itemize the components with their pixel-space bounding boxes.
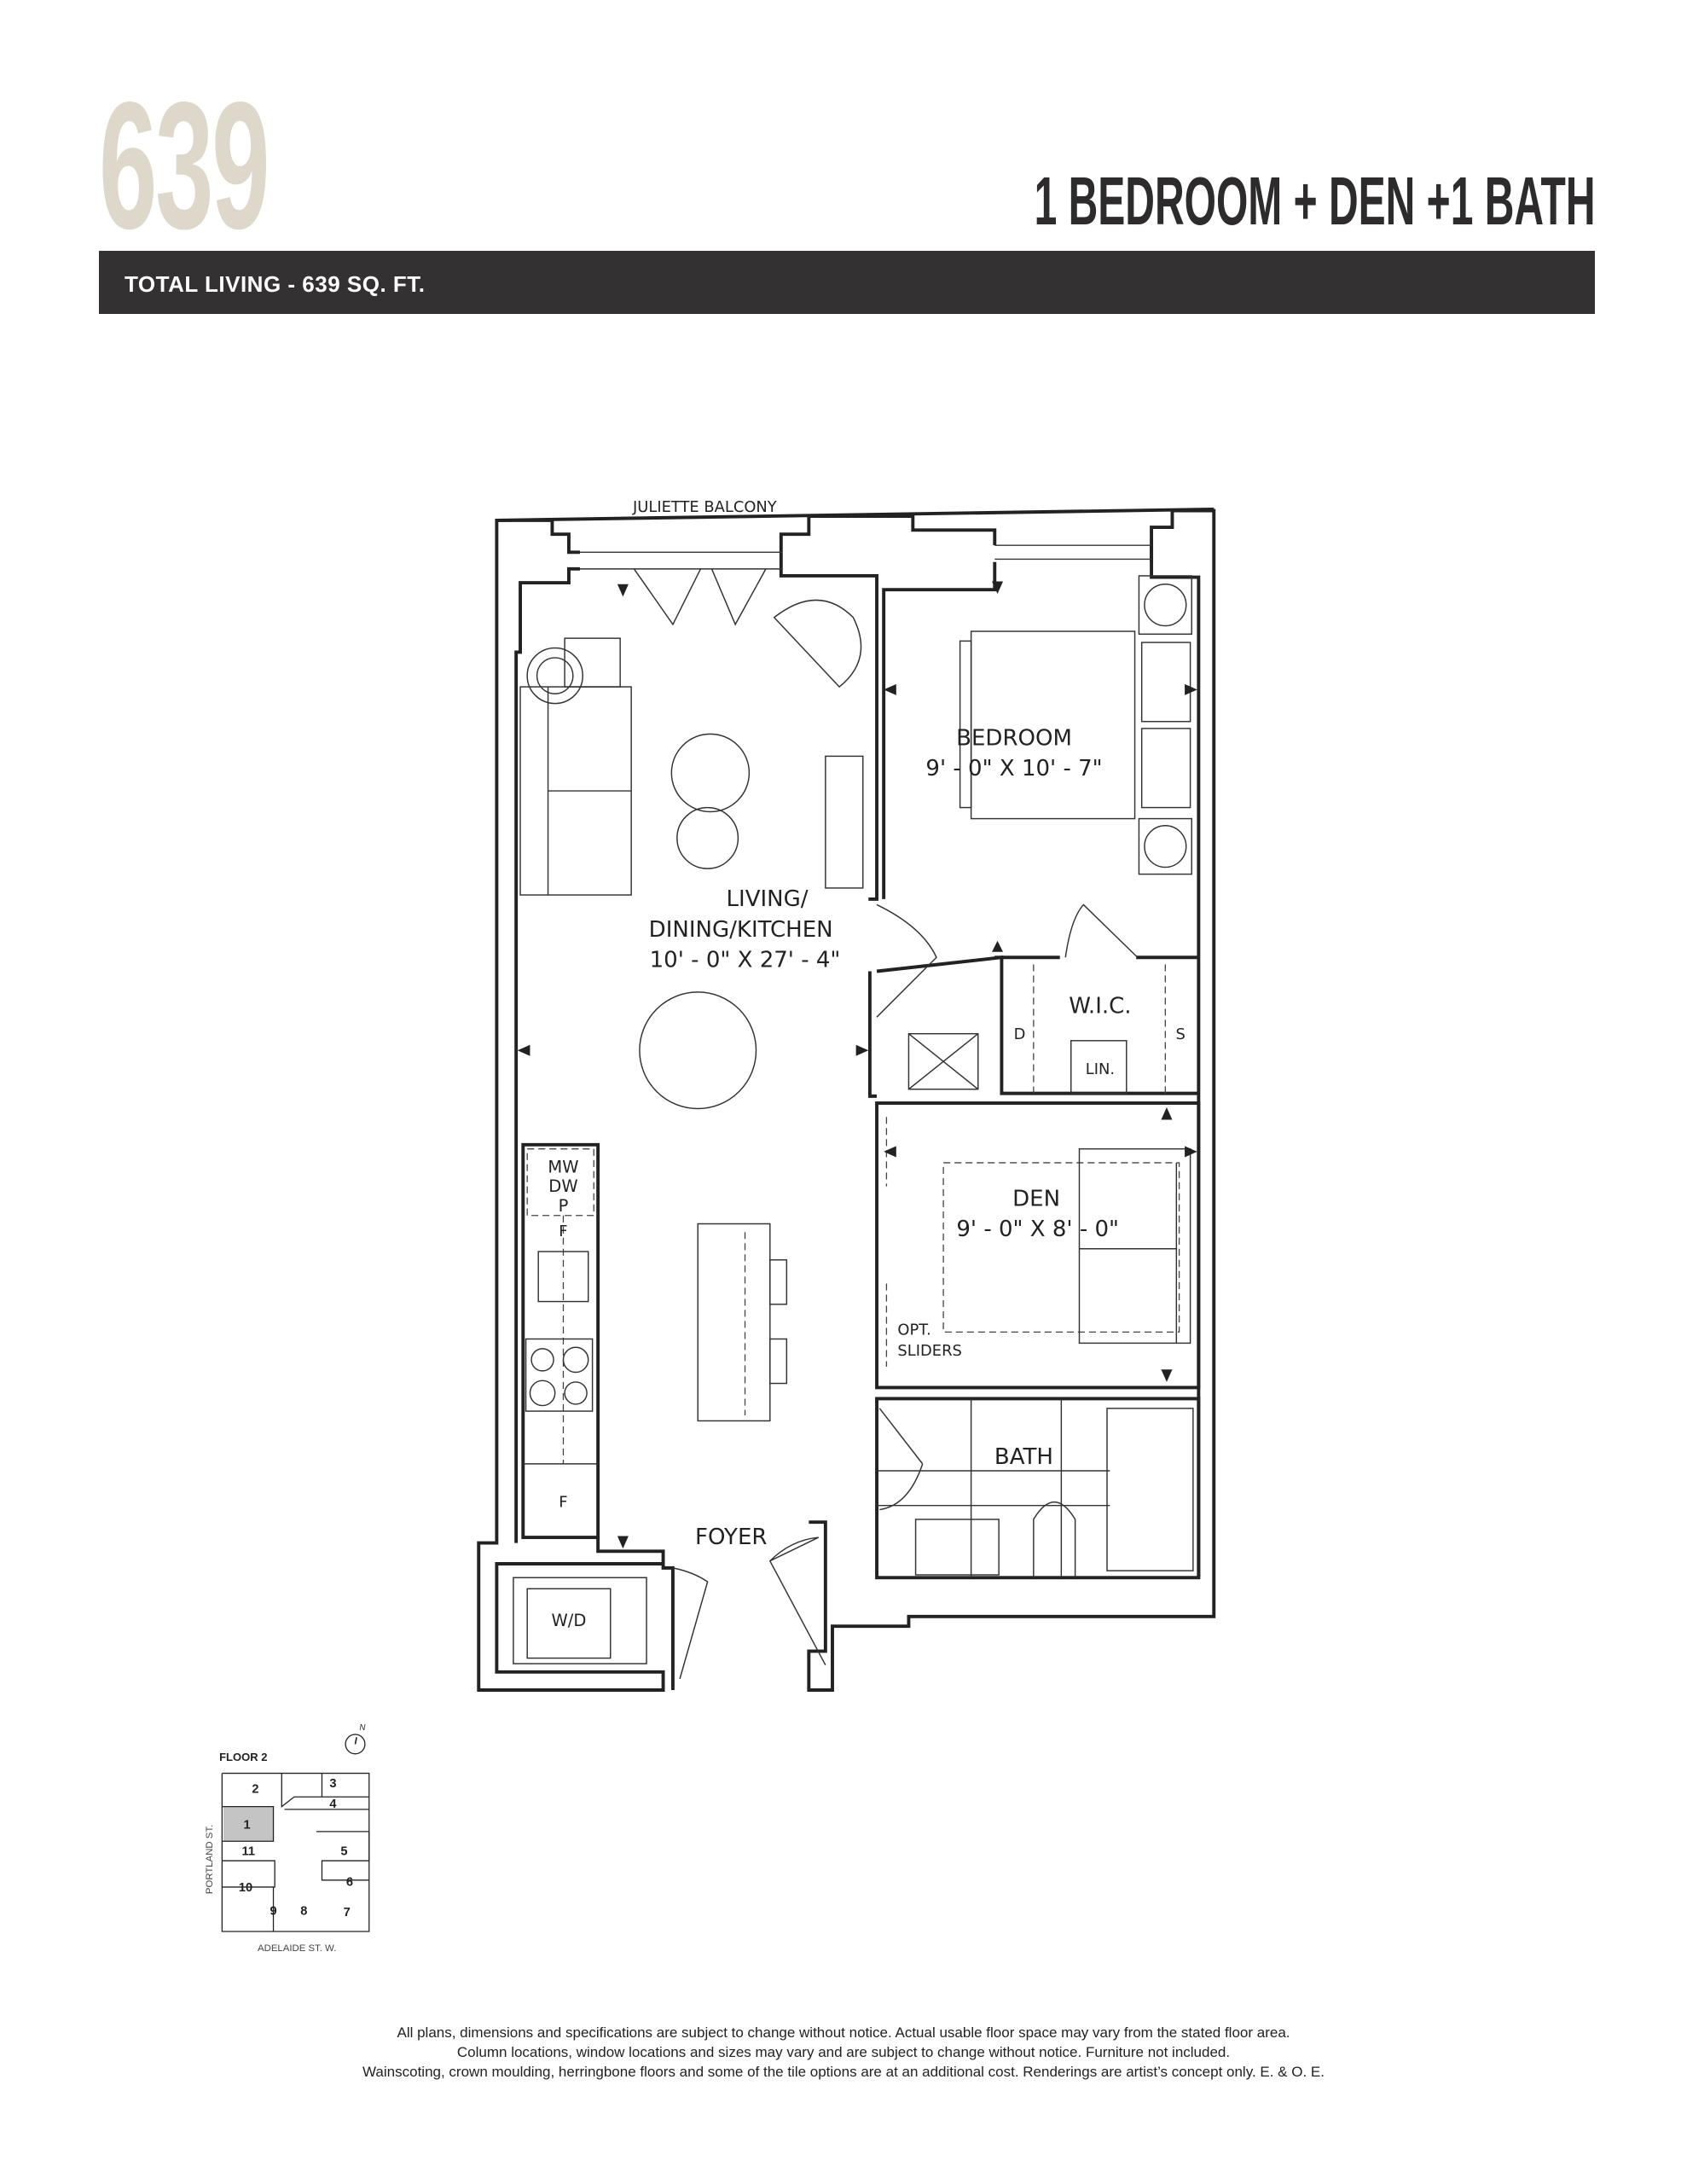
compass-icon <box>345 1734 366 1755</box>
dining-table <box>639 991 757 1110</box>
living-label-1: LIVING/ <box>727 886 809 912</box>
nightstand <box>1138 817 1192 875</box>
balcony-label: JULIETTE BALCONY <box>632 498 777 516</box>
linen-label: LIN. <box>1086 1060 1115 1078</box>
wic-d-label: D <box>1014 1025 1026 1043</box>
unit-size-number: 639 <box>99 64 270 266</box>
washer-dryer <box>526 1588 612 1659</box>
den-label: DEN <box>1012 1186 1060 1211</box>
unit-10: 10 <box>239 1881 252 1895</box>
den-sofa <box>1078 1147 1191 1345</box>
lamp-icon <box>526 647 583 705</box>
key-plan-floor: FLOOR 2 <box>219 1751 267 1763</box>
unit-3: 3 <box>329 1777 336 1791</box>
unit-9: 9 <box>270 1904 276 1918</box>
wic-s-label: S <box>1176 1025 1186 1043</box>
north-label: N <box>359 1723 366 1733</box>
foyer-label: FOYER <box>695 1525 767 1550</box>
outer-walls <box>477 507 1216 1692</box>
cooktop <box>525 1338 594 1412</box>
bath-label: BATH <box>994 1444 1053 1470</box>
highlighted-unit <box>223 1806 274 1842</box>
kitchen-island <box>697 1223 771 1422</box>
key-plan: FLOOR 2 N 1 2 3 4 5 6 7 8 9 10 11 P <box>205 1723 370 1954</box>
interior-walls <box>521 956 1201 1580</box>
tv-console <box>825 755 864 889</box>
wic-label: W.I.C. <box>1069 993 1131 1019</box>
opt-sliders-label-2: SLIDERS <box>897 1342 961 1360</box>
unit-4: 4 <box>329 1798 337 1811</box>
total-living-label: TOTAL LIVING - 639 SQ. FT. <box>125 271 426 297</box>
armchair <box>773 599 862 688</box>
bathtub <box>1106 1408 1194 1571</box>
total-living-bar: TOTAL LIVING - 639 SQ. FT. <box>99 251 1595 314</box>
unit-5: 5 <box>340 1845 347 1859</box>
unit-8: 8 <box>300 1904 307 1918</box>
portland-street-label: PORTLAND ST. <box>205 1825 215 1894</box>
arrows <box>517 581 1197 1549</box>
furniture <box>513 575 1194 1664</box>
mw-label: MW <box>548 1157 578 1176</box>
bedroom-dims: 9' - 0" X 10' - 7" <box>925 756 1102 781</box>
toilet <box>1033 1502 1076 1578</box>
unit-7: 7 <box>344 1906 351 1920</box>
ottoman <box>670 733 751 813</box>
unit-2: 2 <box>252 1782 258 1796</box>
dw-label: DW <box>548 1176 577 1196</box>
mechanical-shaft <box>907 1032 979 1090</box>
disclaimer-line-3: Wainscoting, crown moulding, herringbone… <box>362 2064 1325 2080</box>
disclaimer-line-2: Column locations, window locations and s… <box>456 2044 1231 2060</box>
pantry-label: P <box>559 1196 569 1216</box>
unit-11: 11 <box>242 1845 255 1859</box>
freezer-label: F <box>559 1493 567 1511</box>
den-dims: 9' - 0" X 8' - 0" <box>956 1217 1119 1242</box>
living-label-2: DINING/KITCHEN <box>649 917 833 943</box>
bedroom-label: BEDROOM <box>956 725 1072 751</box>
vanity <box>914 1519 1000 1576</box>
wd-label: W/D <box>552 1611 587 1630</box>
doors <box>633 568 1139 1680</box>
living-dims: 10' - 0" X 27' - 4" <box>650 948 841 973</box>
unit-1: 1 <box>244 1819 251 1833</box>
fridge-label: F <box>559 1223 567 1240</box>
unit-type-title: 1 BEDROOM + DEN +1 BATH <box>1034 163 1595 239</box>
sink <box>537 1251 589 1303</box>
unit-6: 6 <box>346 1875 353 1889</box>
adelaide-street-label: ADELAIDE ST. W. <box>258 1943 336 1954</box>
nightstand <box>1138 575 1192 636</box>
opt-sliders-label-1: OPT. <box>897 1321 930 1339</box>
optional-sliders-outline <box>942 1162 1180 1333</box>
disclaimer-line-1: All plans, dimensions and specifications… <box>397 2024 1290 2041</box>
